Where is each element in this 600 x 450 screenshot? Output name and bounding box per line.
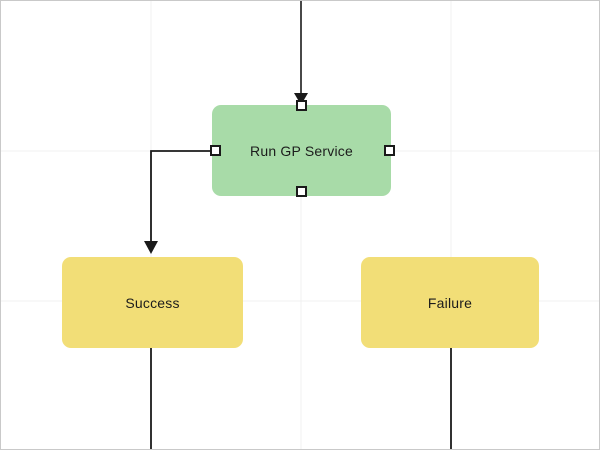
node-run-gp-service[interactable]: Run GP Service — [212, 105, 391, 196]
arrowhead-icon — [144, 241, 158, 254]
node-label-success: Success — [125, 294, 180, 311]
node-label-run-gp-service: Run GP Service — [250, 142, 353, 159]
handle-left-run-gp-service[interactable] — [210, 145, 221, 156]
edge-run-gp-service-to-success[interactable] — [144, 150, 213, 254]
handle-bottom-run-gp-service[interactable] — [296, 186, 307, 197]
node-success[interactable]: Success — [62, 257, 243, 348]
node-failure[interactable]: Failure — [361, 257, 539, 348]
handle-top-run-gp-service[interactable] — [296, 100, 307, 111]
node-label-failure: Failure — [427, 294, 473, 311]
handle-right-run-gp-service[interactable] — [384, 145, 395, 156]
edge-into-run-gp-service[interactable] — [294, 1, 308, 105]
